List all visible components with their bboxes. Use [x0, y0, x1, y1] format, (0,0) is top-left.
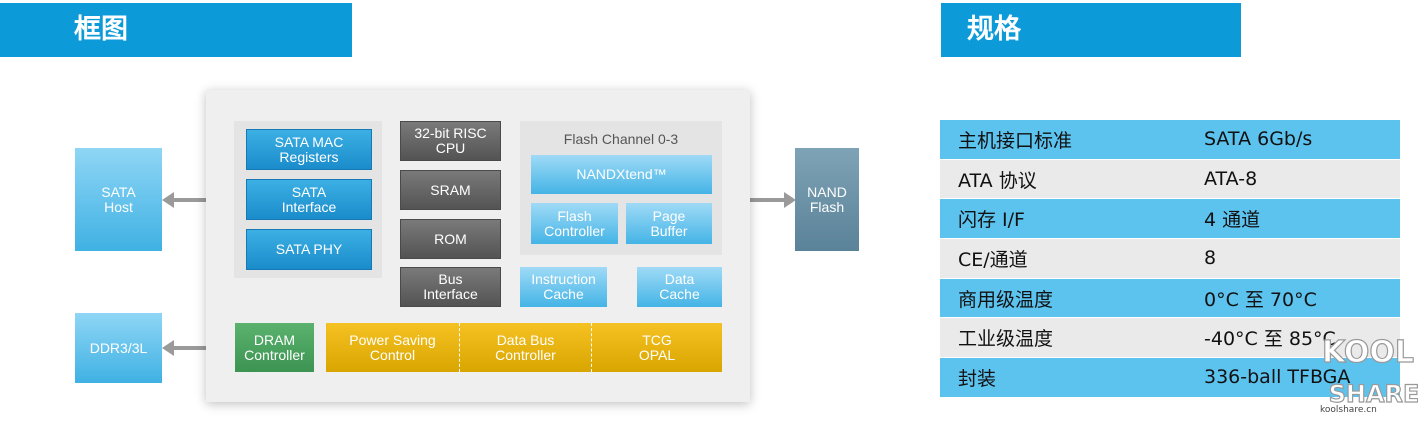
- watermark-line1: KOOL: [1322, 335, 1414, 370]
- spec-value: 336-ball TFBGA: [1204, 366, 1351, 389]
- spec-key: 封装: [958, 367, 997, 390]
- spec-value: 0°C 至 70°C: [1204, 288, 1317, 311]
- data-cache-block: Data Cache: [637, 267, 722, 307]
- sata-mac-registers-block: SATA MAC Registers: [246, 129, 372, 170]
- spec-key: 闪存 I/F: [958, 209, 1025, 232]
- instruction-cache-block: Instruction Cache: [520, 267, 607, 307]
- watermark-site: koolshare.cn: [1320, 405, 1377, 414]
- spec-key: 商用级温度: [958, 288, 1054, 311]
- watermark-line2: SHARE: [1329, 380, 1418, 408]
- sata-host-block: SATA Host: [75, 148, 162, 251]
- spec-value: SATA 6Gb/s: [1204, 128, 1313, 151]
- spec-key: ATA 协议: [958, 169, 1037, 192]
- block-diagram-header: 框图: [0, 3, 352, 57]
- spec-row: 工业级温度 -40°C 至 85°C: [940, 318, 1400, 359]
- spec-row: CE/通道 8: [940, 239, 1400, 279]
- dram-controller-block: DRAM Controller: [235, 323, 314, 372]
- nandxtend-block: NANDXtend™: [531, 155, 712, 194]
- power-saving-block: Power Saving Control: [326, 323, 459, 372]
- spec-key: CE/通道: [958, 248, 1028, 271]
- koolshare-watermark: KOOL SHARE koolshare.cn: [1320, 334, 1418, 414]
- spec-row: 闪存 I/F 4 通道: [940, 199, 1400, 240]
- spec-row: 商用级温度 0°C 至 70°C: [940, 278, 1400, 319]
- spec-row: 主机接口标准 SATA 6Gb/s: [940, 120, 1400, 160]
- nand-flash-block: NAND Flash: [795, 148, 859, 251]
- data-bus-controller-block: Data Bus Controller: [459, 323, 591, 372]
- sata-phy-block: SATA PHY: [246, 229, 372, 270]
- spec-value: -40°C 至 85°C: [1204, 328, 1336, 351]
- spec-key: 主机接口标准: [958, 129, 1073, 152]
- page-buffer-block: Page Buffer: [626, 203, 712, 244]
- sram-block: SRAM: [400, 170, 501, 210]
- sata-interface-block: SATA Interface: [246, 179, 372, 220]
- spec-header: 规格: [941, 3, 1241, 57]
- cpu-block: 32-bit RISC CPU: [400, 121, 501, 161]
- flash-controller-block: Flash Controller: [531, 203, 618, 244]
- flash-channel-title: Flash Channel 0-3: [563, 131, 679, 147]
- rom-block: ROM: [400, 219, 501, 259]
- spec-key: 工业级温度: [958, 328, 1054, 351]
- ddr-block: DDR3/3L: [75, 313, 162, 383]
- spec-value: ATA-8: [1204, 168, 1258, 191]
- spec-row: ATA 协议 ATA-8: [940, 159, 1400, 200]
- bus-interface-block: Bus Interface: [400, 267, 501, 307]
- spec-row: 封装 336-ball TFBGA: [940, 358, 1400, 398]
- tcg-opal-block: TCG OPAL: [591, 323, 722, 372]
- block-diagram-title: 框图: [74, 14, 128, 45]
- spec-value: 8: [1204, 247, 1217, 270]
- spec-value: 4 通道: [1204, 209, 1261, 232]
- spec-title: 规格: [967, 14, 1021, 45]
